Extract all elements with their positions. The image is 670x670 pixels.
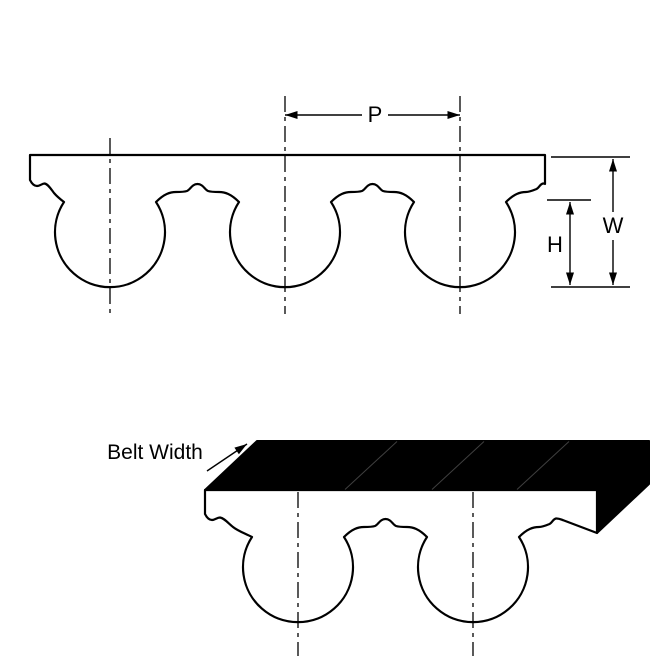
height-dimension: H bbox=[547, 199, 591, 285]
pitch-label: P bbox=[368, 102, 383, 127]
belt-front-profile bbox=[203, 488, 599, 624]
belt-width-label: Belt Width bbox=[107, 441, 203, 464]
belt-width-callout: Belt Width bbox=[107, 441, 248, 472]
height-label: H bbox=[547, 232, 563, 257]
top-surface-seam-lines bbox=[344, 441, 570, 490]
width-dimension: W bbox=[551, 156, 630, 288]
belt-profile-outline bbox=[28, 153, 547, 289]
belt-3d-view: Belt Width bbox=[107, 440, 650, 656]
seam-line bbox=[516, 441, 570, 490]
seam-line bbox=[431, 441, 485, 490]
belt-width-arrow bbox=[206, 443, 248, 472]
width-label: W bbox=[603, 213, 624, 238]
belt-side-surface bbox=[596, 440, 650, 534]
pitch-dimension: P bbox=[285, 102, 460, 127]
belt-top-surface bbox=[204, 440, 650, 491]
seam-line bbox=[344, 441, 398, 490]
top-profile-view: P W H bbox=[28, 96, 630, 314]
